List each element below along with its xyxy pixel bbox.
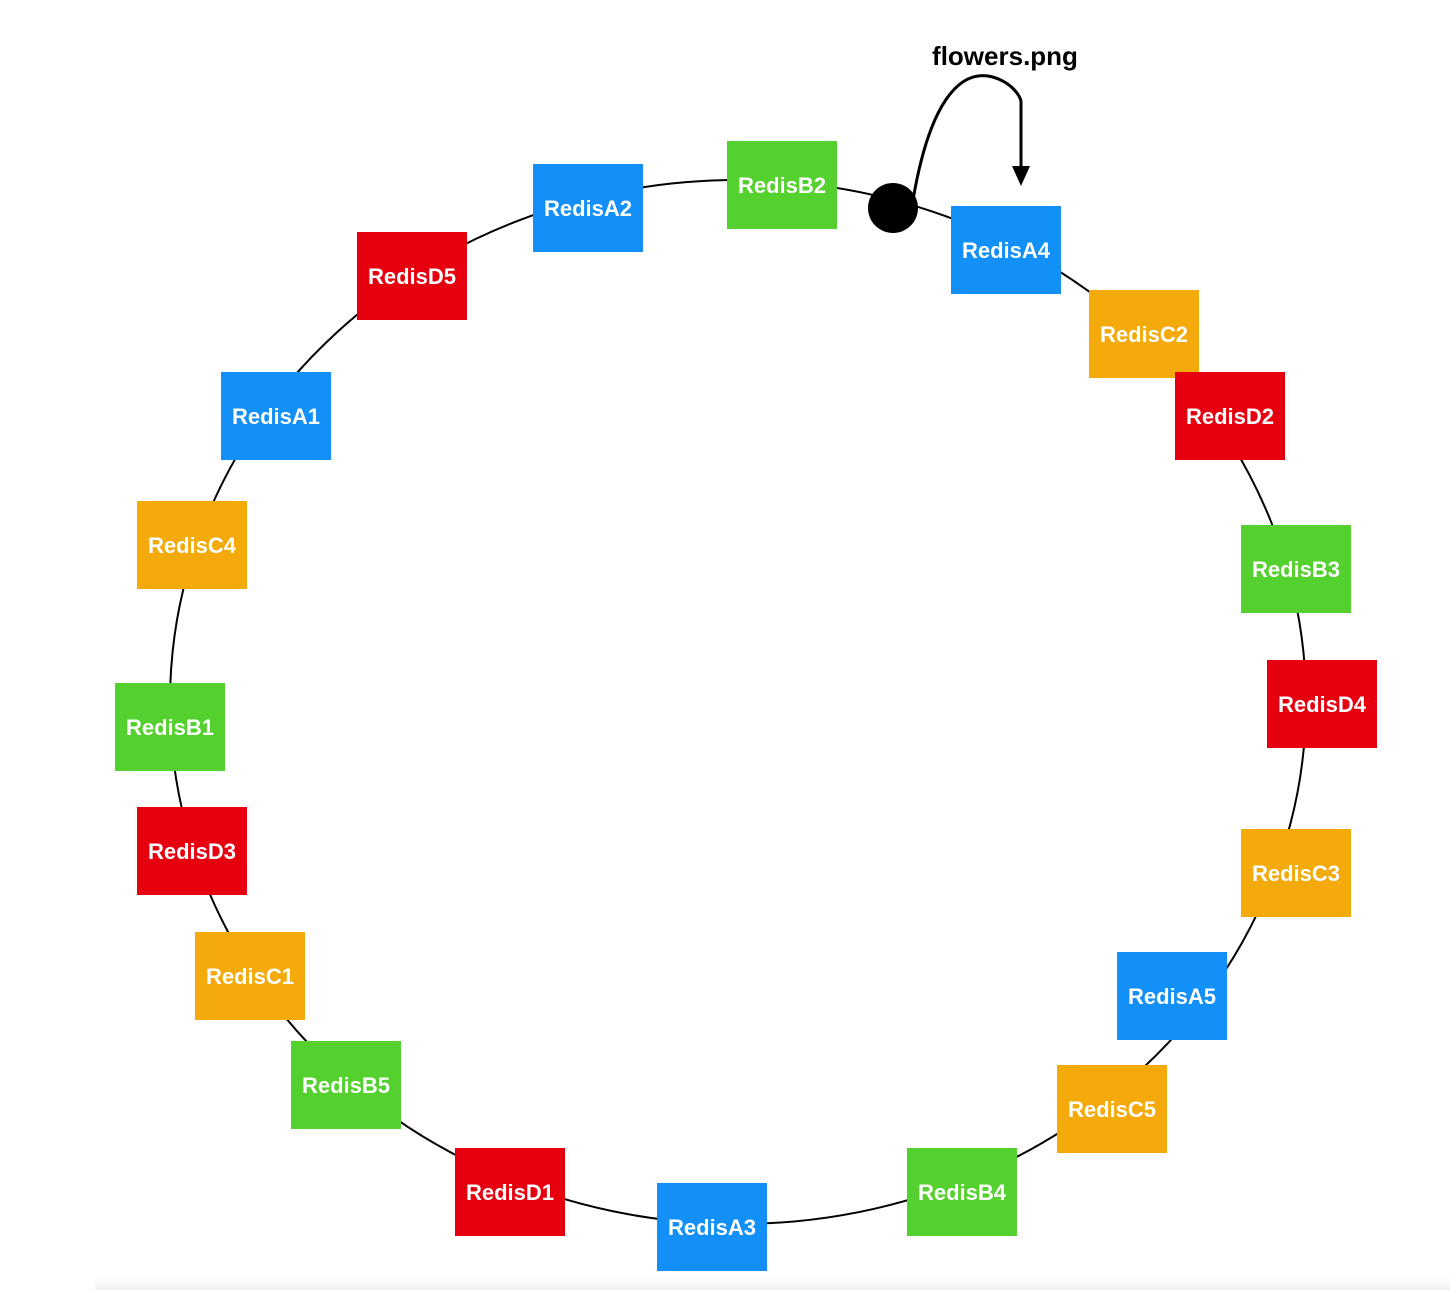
node-label: RedisC1 [206, 964, 294, 989]
ring-node-redisd3: RedisD3 [137, 807, 247, 895]
ring-node-redisa5: RedisA5 [1117, 952, 1227, 1040]
node-box [951, 206, 1061, 294]
ring-node-redisb2: RedisB2 [727, 141, 837, 229]
node-label: RedisC4 [148, 533, 237, 558]
ring-nodes: RedisA2RedisB2RedisA4RedisC2RedisD2Redis… [115, 141, 1377, 1271]
node-box [533, 164, 643, 252]
ring-node-redisa3: RedisA3 [657, 1183, 767, 1271]
node-label: RedisA1 [232, 404, 320, 429]
ring-node-redisc4: RedisC4 [137, 501, 247, 589]
ring-node-redisa1: RedisA1 [221, 372, 331, 460]
ring-node-redisc1: RedisC1 [195, 932, 305, 1020]
ring-node-redisc2: RedisC2 [1089, 290, 1199, 378]
node-label: RedisD5 [368, 264, 456, 289]
node-label: RedisB5 [302, 1073, 390, 1098]
node-box [657, 1183, 767, 1271]
ring-node-redisd1: RedisD1 [455, 1148, 565, 1236]
node-box [1241, 525, 1351, 613]
node-label: RedisC5 [1068, 1097, 1156, 1122]
node-box [137, 807, 247, 895]
node-box [357, 232, 467, 320]
node-label: RedisB2 [738, 173, 826, 198]
node-box [221, 372, 331, 460]
ring-node-redisd5: RedisD5 [357, 232, 467, 320]
arrowhead-icon [1012, 166, 1030, 186]
node-box [195, 932, 305, 1020]
node-label: RedisC3 [1252, 861, 1340, 886]
node-box [1117, 952, 1227, 1040]
node-label: RedisB3 [1252, 557, 1340, 582]
bottom-edge-shade [95, 1276, 1450, 1290]
node-label: RedisD3 [148, 839, 236, 864]
key-mapping-arrow [911, 74, 1023, 201]
ring-node-redisd2: RedisD2 [1175, 372, 1285, 460]
ring-node-redisa2: RedisA2 [533, 164, 643, 252]
node-label: RedisB4 [918, 1180, 1007, 1205]
ring-node-redisc3: RedisC3 [1241, 829, 1351, 917]
node-label: RedisA5 [1128, 984, 1216, 1009]
node-label: RedisB1 [126, 715, 214, 740]
ring-node-redisb3: RedisB3 [1241, 525, 1351, 613]
node-box [727, 141, 837, 229]
node-box [137, 501, 247, 589]
node-label: RedisA4 [962, 238, 1051, 263]
node-box [1057, 1065, 1167, 1153]
ring-node-redisb5: RedisB5 [291, 1041, 401, 1129]
key-hash-point [868, 183, 918, 233]
node-box [115, 683, 225, 771]
ring-node-redisc5: RedisC5 [1057, 1065, 1167, 1153]
node-box [1175, 372, 1285, 460]
ring-node-redisb1: RedisB1 [115, 683, 225, 771]
ring-node-redisd4: RedisD4 [1267, 660, 1377, 748]
node-box [1089, 290, 1199, 378]
node-box [455, 1148, 565, 1236]
node-label: RedisD1 [466, 1180, 554, 1205]
ring-node-redisb4: RedisB4 [907, 1148, 1017, 1236]
ring-node-redisa4: RedisA4 [951, 206, 1061, 294]
node-label: RedisC2 [1100, 322, 1188, 347]
key-label: flowers.png [932, 41, 1078, 71]
node-box [1241, 829, 1351, 917]
node-box [291, 1041, 401, 1129]
node-box [1267, 660, 1377, 748]
node-label: RedisA2 [544, 196, 632, 221]
node-label: RedisA3 [668, 1215, 756, 1240]
node-label: RedisD4 [1278, 692, 1367, 717]
node-box [907, 1148, 1017, 1236]
node-label: RedisD2 [1186, 404, 1274, 429]
